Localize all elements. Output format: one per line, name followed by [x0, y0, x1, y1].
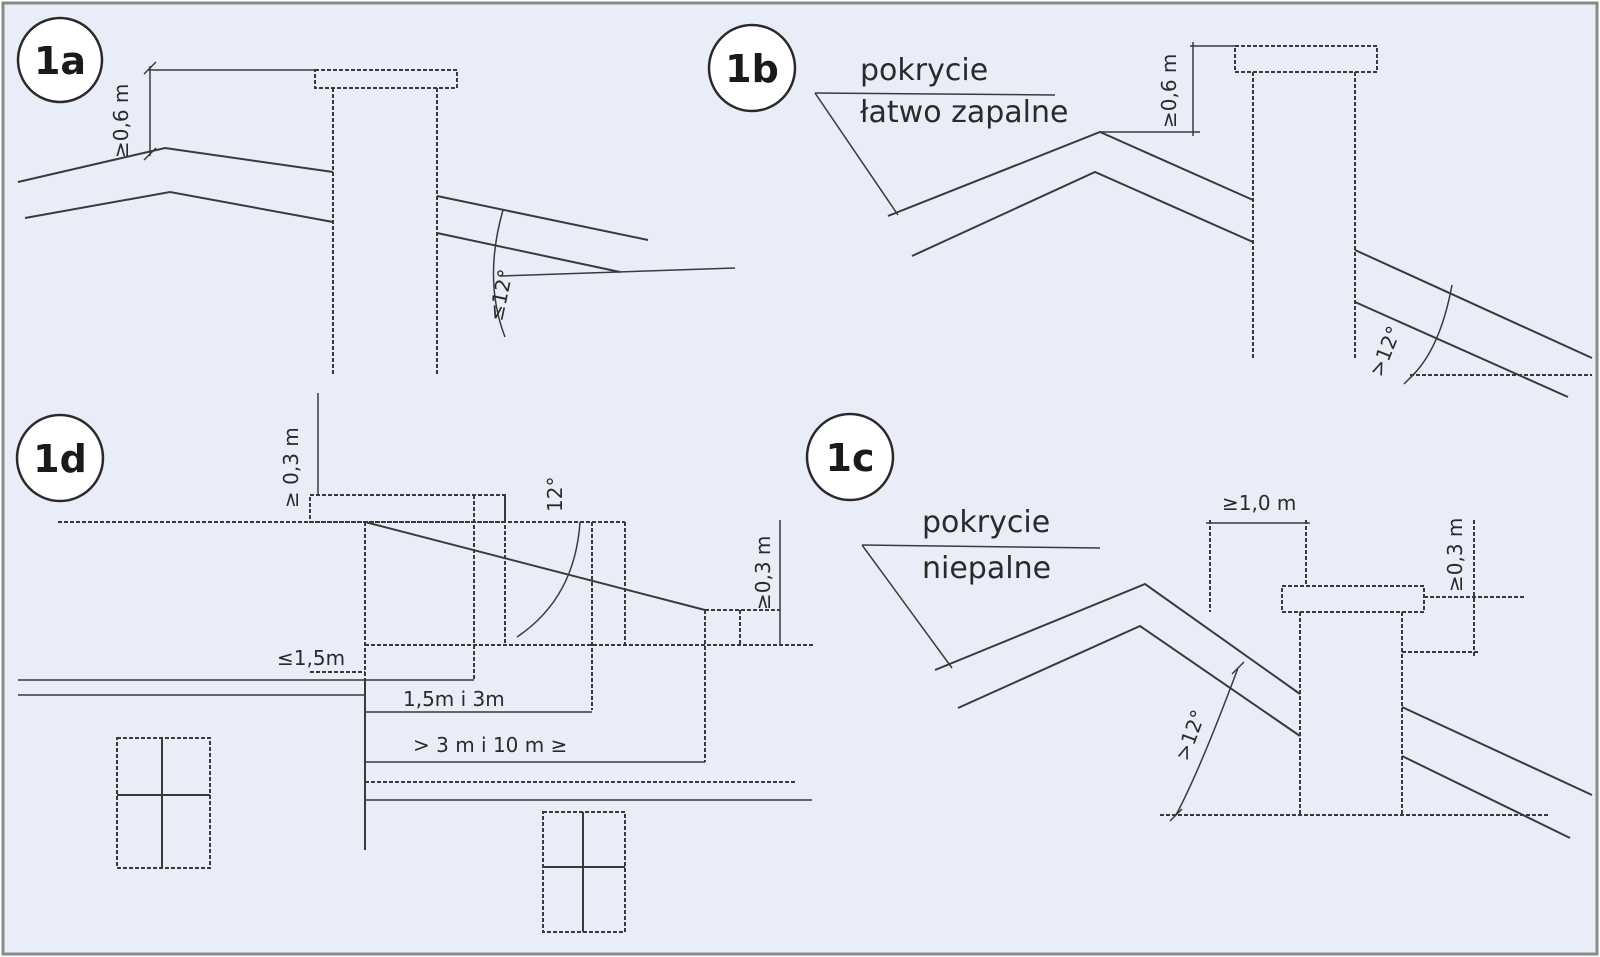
badge-circle-1a	[16, 16, 104, 104]
roof-top-line	[934, 582, 1301, 695]
chimney-cap	[1281, 585, 1425, 613]
chimney-cap	[309, 494, 506, 523]
roof-right-bottom	[1354, 301, 1569, 398]
panel-1d: 1d ≥ 0,3 m ≥0,3 m 12° ≤1,5m 1,5m i	[15, 393, 815, 933]
window-left	[116, 737, 211, 869]
horizontal-reference	[499, 267, 736, 277]
badge-1a: 1a	[34, 39, 86, 83]
angle-arc	[492, 209, 506, 338]
chimney-cap	[314, 69, 458, 89]
dim-width-label: ≥1,0 m	[1222, 491, 1296, 515]
angle-arc	[1175, 667, 1239, 816]
angle-tick	[1169, 808, 1183, 822]
roof-top-line	[17, 146, 334, 183]
roof-bottom-line	[911, 170, 1254, 257]
dim-height-label: ≥0,3 m	[1443, 518, 1467, 592]
dim-tick	[143, 61, 157, 75]
badge-circle-1b	[707, 23, 797, 113]
roof-right-top	[1401, 706, 1593, 796]
angle-tick	[1403, 371, 1417, 385]
dim-height-label: ≥0,6 m	[109, 84, 133, 158]
dim-tick	[143, 147, 157, 161]
material-label-line2: niepalne	[922, 551, 1051, 586]
dist2-label: 1,5m i 3m	[403, 687, 505, 711]
roof-slope	[364, 521, 706, 611]
badge-1d: 1d	[33, 437, 87, 481]
dist3-label: > 3 m i 10 m ≥	[413, 733, 567, 757]
angle-tick	[1231, 661, 1245, 675]
leader-diagonal	[814, 92, 899, 216]
material-label-line2: łatwo zapalne	[860, 95, 1068, 130]
leader-diagonal	[861, 544, 953, 669]
material-label-line1: pokrycie	[922, 505, 1050, 540]
material-label-line1: pokrycie	[860, 53, 988, 88]
leader-horizontal	[814, 92, 1056, 96]
roof-right-top	[436, 195, 649, 241]
angle-arc	[1409, 284, 1453, 379]
panel-1b: 1b pokrycie łatwo zapalne ≥0,6 m >12°	[707, 23, 1593, 398]
badge-1c: 1c	[826, 436, 875, 480]
roof-right-top	[1354, 249, 1593, 359]
dim-top-label: ≥ 0,3 m	[279, 427, 303, 508]
badge-circle-1d	[15, 413, 105, 503]
dim-right-label: ≥0,3 m	[751, 536, 775, 610]
angle-arc	[516, 521, 581, 638]
chimney-cap	[1234, 45, 1378, 73]
panel-1a: 1a ≥0,6 m ≤12°	[16, 16, 736, 375]
badge-1b: 1b	[725, 47, 779, 91]
leader-horizontal	[861, 544, 1101, 549]
badge-circle-1c	[805, 412, 895, 502]
angle-label: 12°	[543, 477, 567, 512]
roof-right-bottom	[436, 232, 621, 273]
roof-bottom-line	[24, 190, 334, 223]
dist1-label: ≤1,5m	[277, 646, 345, 670]
roof-bottom-line	[957, 624, 1301, 737]
dim-height-label: ≥0,6 m	[1157, 54, 1181, 128]
roof-right-bottom	[1401, 755, 1571, 839]
